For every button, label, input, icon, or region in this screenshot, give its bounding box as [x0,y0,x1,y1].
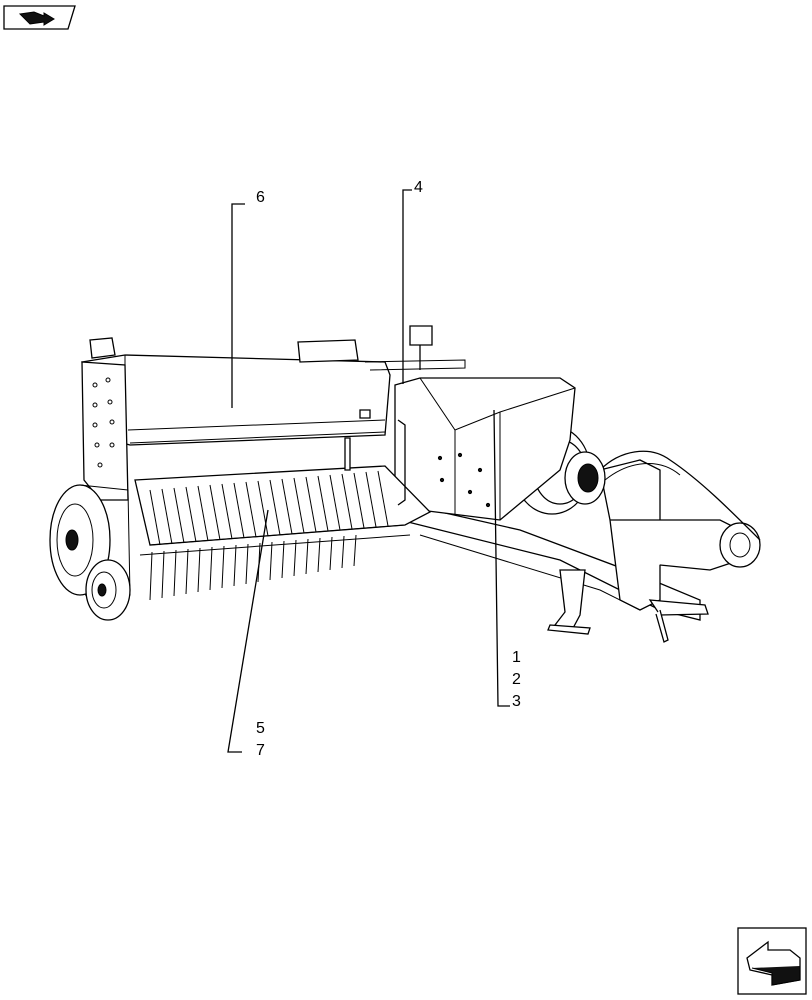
leader-line-4 [402,189,412,384]
leader-line-57 [227,509,269,753]
callout-6: 6 [256,189,265,206]
callout-7: 7 [256,742,265,759]
callout-3: 3 [512,693,521,710]
next-page-arrow-icon[interactable] [737,927,807,995]
book-arrow-icon[interactable] [3,5,76,30]
callout-2: 2 [512,671,521,688]
leader-line-123 [493,409,510,707]
leader-line-6 [231,203,245,408]
callout-5: 5 [256,720,265,737]
baler-illustration [49,325,761,643]
callout-1: 1 [512,649,521,666]
callout-4: 4 [414,179,423,196]
